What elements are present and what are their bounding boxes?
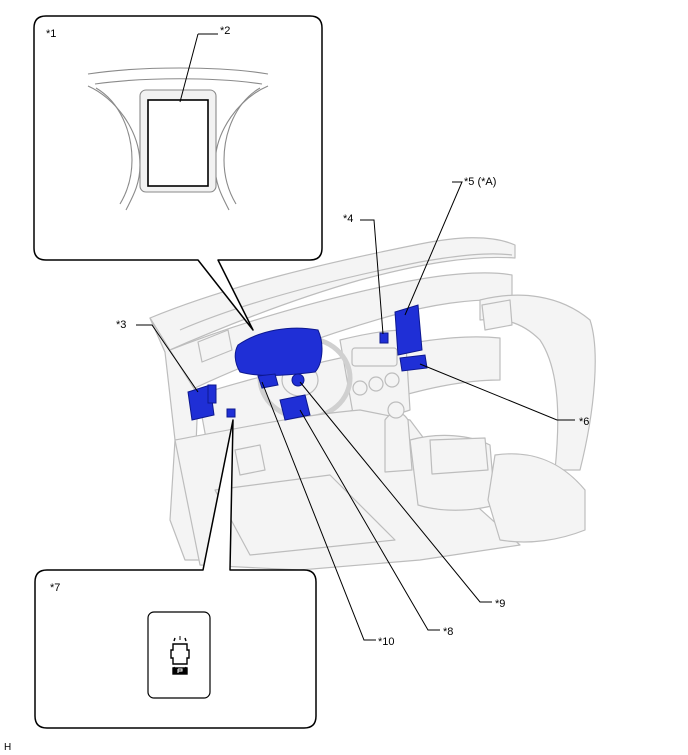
right-seat bbox=[487, 453, 586, 543]
right-ecu-component bbox=[394, 304, 423, 356]
leader-5 bbox=[404, 181, 463, 316]
meter-hood-outer bbox=[87, 67, 269, 75]
meter-right-gauge-arc-inner bbox=[223, 87, 261, 205]
left-ecu-bracket bbox=[207, 384, 217, 404]
leader-3 bbox=[136, 324, 199, 393]
leader-lines bbox=[136, 181, 575, 641]
sensor-4-component bbox=[379, 332, 389, 344]
center-vent-mid bbox=[368, 376, 384, 392]
leader-2 bbox=[179, 33, 199, 103]
switch-7-component bbox=[226, 408, 236, 418]
leader-6 bbox=[419, 363, 575, 421]
tpms-switch-body bbox=[147, 611, 211, 699]
windshield-area bbox=[149, 237, 516, 353]
center-vent-left bbox=[352, 380, 368, 396]
steering-column-unit-component bbox=[279, 394, 311, 421]
leader-4 bbox=[360, 219, 384, 335]
receiver-6-component bbox=[399, 354, 428, 372]
callout-8: *8 bbox=[443, 626, 453, 638]
callout-5: *5 (*A) bbox=[464, 176, 496, 188]
inset-7-frame bbox=[34, 419, 317, 729]
callout-3: *3 bbox=[116, 319, 126, 331]
left-vent bbox=[197, 329, 233, 363]
meter-hood-inner bbox=[94, 78, 263, 85]
callout-4: *4 bbox=[343, 213, 353, 225]
callout-2: *2 bbox=[220, 25, 230, 37]
center-vent-right bbox=[384, 372, 400, 388]
meter-left-gauge-arc-inner bbox=[95, 87, 133, 205]
callout-1: *1 bbox=[46, 28, 56, 40]
pedal-area bbox=[234, 444, 266, 476]
leader-8 bbox=[299, 409, 440, 631]
center-panel bbox=[351, 347, 398, 367]
callout-9: *9 bbox=[495, 598, 505, 610]
callout-7: *7 bbox=[50, 582, 60, 594]
gear-shift-boot bbox=[384, 411, 413, 473]
callout-labels: *1 *2 *3 *4 *5 (*A) *6 *7 *8 *9 *10 H bbox=[4, 25, 589, 753]
inset-tpms-switch bbox=[34, 419, 317, 729]
gear-shift-knob bbox=[387, 401, 405, 419]
inset-combination-meter bbox=[33, 15, 323, 331]
leader-9 bbox=[299, 381, 492, 603]
meter-lower-component bbox=[257, 373, 279, 389]
highlighted-components bbox=[187, 304, 428, 421]
right-door-panel bbox=[479, 294, 596, 471]
multi-information-display bbox=[147, 99, 209, 187]
right-door-vent bbox=[481, 299, 513, 331]
combination-meter-component bbox=[234, 327, 323, 376]
callout-10: *10 bbox=[378, 636, 395, 648]
floor-mat bbox=[214, 474, 396, 556]
console-box bbox=[429, 437, 489, 475]
callout-6: *6 bbox=[579, 416, 589, 428]
tire-pressure-warning-icon bbox=[170, 636, 190, 675]
leader-10 bbox=[261, 381, 376, 641]
figure-code: H bbox=[4, 742, 11, 753]
